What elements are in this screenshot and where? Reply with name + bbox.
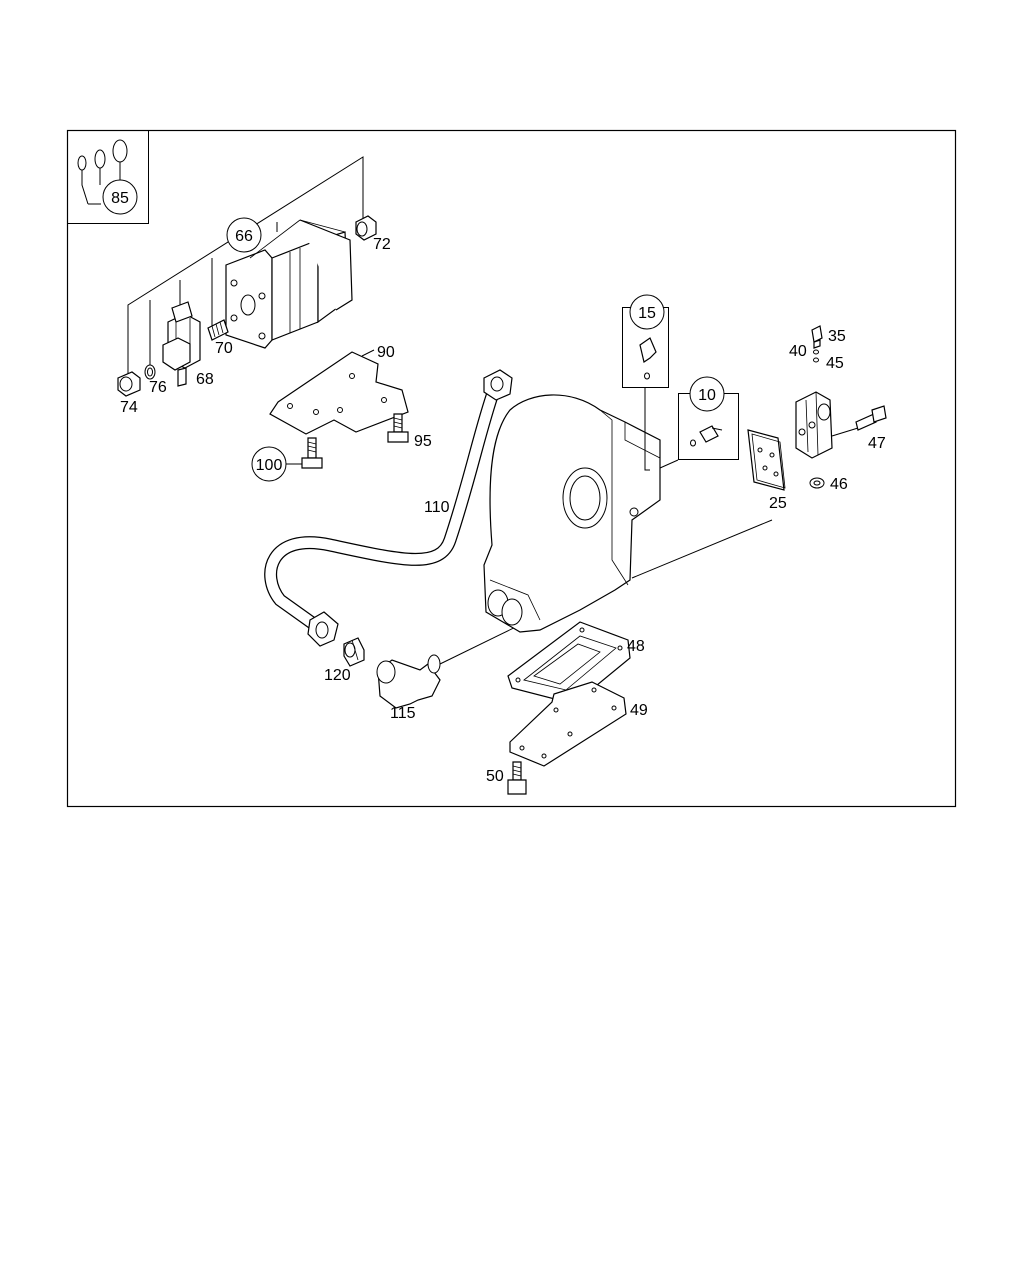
- parts-35-40-45: 35 40 45: [789, 325, 846, 372]
- callout-66: [226, 217, 262, 253]
- part-46-washer: 46: [809, 476, 848, 493]
- part-47-bolt: 47: [855, 405, 887, 452]
- label-74: 74: [120, 399, 138, 416]
- actuator-cylinder: [225, 219, 353, 349]
- label-85: 85: [111, 190, 129, 207]
- part-110-pipe: 110: [264, 369, 513, 647]
- control-valve-body: [795, 391, 859, 459]
- label-110: 110: [424, 499, 450, 516]
- label-10: 10: [698, 387, 716, 404]
- leader-66: 66: [127, 156, 364, 382]
- label-45: 45: [826, 355, 844, 372]
- label-66: 66: [235, 228, 253, 245]
- part-72-nut: 72: [355, 215, 391, 253]
- label-72: 72: [373, 236, 391, 253]
- diagram-frame: [66, 129, 957, 808]
- label-115: 115: [390, 705, 416, 722]
- label-40: 40: [789, 343, 807, 360]
- label-48: 48: [627, 638, 645, 655]
- callout-15: [629, 294, 665, 330]
- part-120-nipple: 120: [324, 637, 365, 684]
- part-100-bolt: 100: [251, 437, 323, 482]
- part-48-gasket: 48: [507, 621, 645, 705]
- label-68: 68: [196, 371, 214, 388]
- part-70-spring: 70: [207, 319, 233, 357]
- part-74-fitting: 74: [117, 371, 141, 416]
- callout-10: [689, 376, 725, 412]
- label-76: 76: [149, 379, 167, 396]
- label-95: 95: [414, 433, 432, 450]
- part-68-valve: 68: [162, 301, 214, 388]
- inset-box-85: 85: [67, 130, 149, 224]
- part-49-cover: 49: [509, 681, 648, 767]
- label-100: 100: [256, 457, 283, 474]
- callout-100: [251, 446, 287, 482]
- part-90-bracket: 90: [269, 344, 409, 435]
- label-120: 120: [324, 667, 351, 684]
- label-70: 70: [215, 340, 233, 357]
- label-50: 50: [486, 768, 504, 785]
- label-47: 47: [868, 435, 886, 452]
- label-25: 25: [769, 495, 787, 512]
- part-76-seal: 76: [144, 364, 167, 396]
- callout-box-15: 15: [622, 294, 669, 471]
- label-35: 35: [828, 328, 846, 345]
- part-25-gasket: 25: [747, 429, 787, 512]
- label-49: 49: [630, 702, 648, 719]
- label-46: 46: [830, 476, 848, 493]
- label-90: 90: [377, 344, 395, 361]
- part-115-elbow: 115: [376, 619, 531, 722]
- part-95-bolt: 95: [387, 413, 432, 450]
- label-15: 15: [638, 305, 656, 322]
- callout-box-10: 10: [659, 376, 739, 469]
- main-housing: [483, 394, 773, 633]
- callout-85: [102, 179, 138, 215]
- part-50-bolt: 50: [486, 761, 527, 795]
